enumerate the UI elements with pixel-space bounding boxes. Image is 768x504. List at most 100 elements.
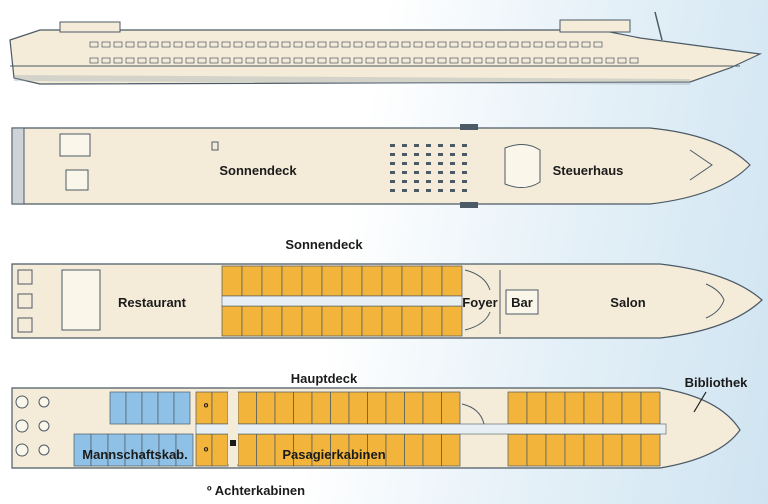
side-window	[389, 57, 399, 64]
side-window	[509, 57, 519, 64]
side-window	[233, 57, 243, 64]
deck-chair	[414, 144, 419, 147]
passenger-cabin	[237, 433, 257, 467]
deck-chair	[450, 180, 455, 183]
side-window	[485, 41, 495, 48]
side-window	[365, 57, 375, 64]
deck-chair	[402, 180, 407, 183]
deck-chair	[402, 144, 407, 147]
deck-chair	[426, 153, 431, 156]
main-deck-plan	[11, 387, 741, 469]
passenger-cabin	[256, 391, 276, 425]
upper-cabin	[421, 265, 443, 297]
crew-cabin	[173, 391, 191, 425]
deck-chair	[426, 189, 431, 192]
upper-cabin	[361, 265, 383, 297]
side-window	[365, 41, 375, 48]
passenger-cabin	[507, 433, 528, 467]
side-window	[341, 41, 351, 48]
aft-cabin-mark-1: º	[204, 400, 209, 415]
side-window	[209, 57, 219, 64]
passenger-cabin	[640, 391, 661, 425]
side-window	[413, 41, 423, 48]
upper-cabin	[441, 305, 463, 337]
side-window	[257, 41, 267, 48]
deck-chair	[414, 180, 419, 183]
passenger-cabin	[404, 391, 424, 425]
deck-chair	[426, 162, 431, 165]
upper-cabin	[381, 265, 403, 297]
side-window	[173, 41, 183, 48]
passenger-cabin	[441, 433, 461, 467]
deck-chair	[438, 171, 443, 174]
upper-deck-plan	[11, 263, 763, 339]
passenger-cabin	[545, 433, 566, 467]
side-window	[185, 57, 195, 64]
machinery-symbol	[15, 395, 29, 409]
side-window	[557, 41, 567, 48]
passenger-cabin	[404, 433, 424, 467]
side-window	[449, 57, 459, 64]
passenger-cabin	[507, 391, 528, 425]
side-window	[425, 57, 435, 64]
side-window	[521, 41, 531, 48]
crew-cabins-label: Mannschaftskab.	[82, 447, 187, 462]
side-window	[305, 41, 315, 48]
restaurant-label: Restaurant	[118, 295, 187, 310]
side-window	[317, 57, 327, 64]
machinery-symbol	[38, 420, 50, 432]
side-window	[377, 41, 387, 48]
deck-chair	[438, 153, 443, 156]
side-window	[377, 57, 387, 64]
sundeck-plan	[11, 124, 751, 208]
passenger-cabin	[621, 391, 642, 425]
deck-chair	[402, 153, 407, 156]
machinery-symbol	[38, 396, 50, 408]
machinery-symbol	[15, 443, 29, 457]
passenger-cabin	[602, 391, 623, 425]
passenger-cabin	[602, 433, 623, 467]
side-window	[449, 41, 459, 48]
upper-cabin	[261, 265, 283, 297]
side-window	[341, 57, 351, 64]
side-window	[101, 57, 111, 64]
side-window	[473, 57, 483, 64]
deck-chair	[450, 189, 455, 192]
deck-chair	[462, 162, 467, 165]
upper-cabin	[241, 265, 263, 297]
foyer-label: Foyer	[462, 295, 497, 310]
passenger-cabin	[583, 391, 604, 425]
deck-chair	[462, 189, 467, 192]
crew-cabin	[109, 391, 127, 425]
side-window	[509, 41, 519, 48]
sundeck-label: Sonnendeck	[219, 163, 297, 178]
side-window	[281, 41, 291, 48]
side-window	[149, 41, 159, 48]
steuerhaus-label: Steuerhaus	[553, 163, 624, 178]
passenger-cabin	[274, 391, 294, 425]
deck-chair	[426, 180, 431, 183]
deck-chair	[450, 162, 455, 165]
upper-cabin	[321, 305, 343, 337]
side-window	[473, 41, 483, 48]
side-window	[581, 57, 591, 64]
upper-cabin	[401, 305, 423, 337]
ship-side-view	[9, 11, 763, 85]
side-window	[89, 57, 99, 64]
side-window	[533, 41, 543, 48]
side-window	[89, 41, 99, 48]
side-window	[521, 57, 531, 64]
side-window	[281, 57, 291, 64]
deck-chair	[450, 153, 455, 156]
side-window	[593, 41, 603, 48]
deck-chair	[414, 189, 419, 192]
deck-chair	[390, 144, 395, 147]
side-window	[197, 57, 207, 64]
upper-cabin	[361, 305, 383, 337]
side-window	[197, 41, 207, 48]
side-window	[185, 41, 195, 48]
side-window	[425, 41, 435, 48]
passenger-cabin	[211, 433, 229, 467]
bar-label: Bar	[511, 295, 533, 310]
sundeck-heading: Sonnendeck	[285, 237, 363, 252]
